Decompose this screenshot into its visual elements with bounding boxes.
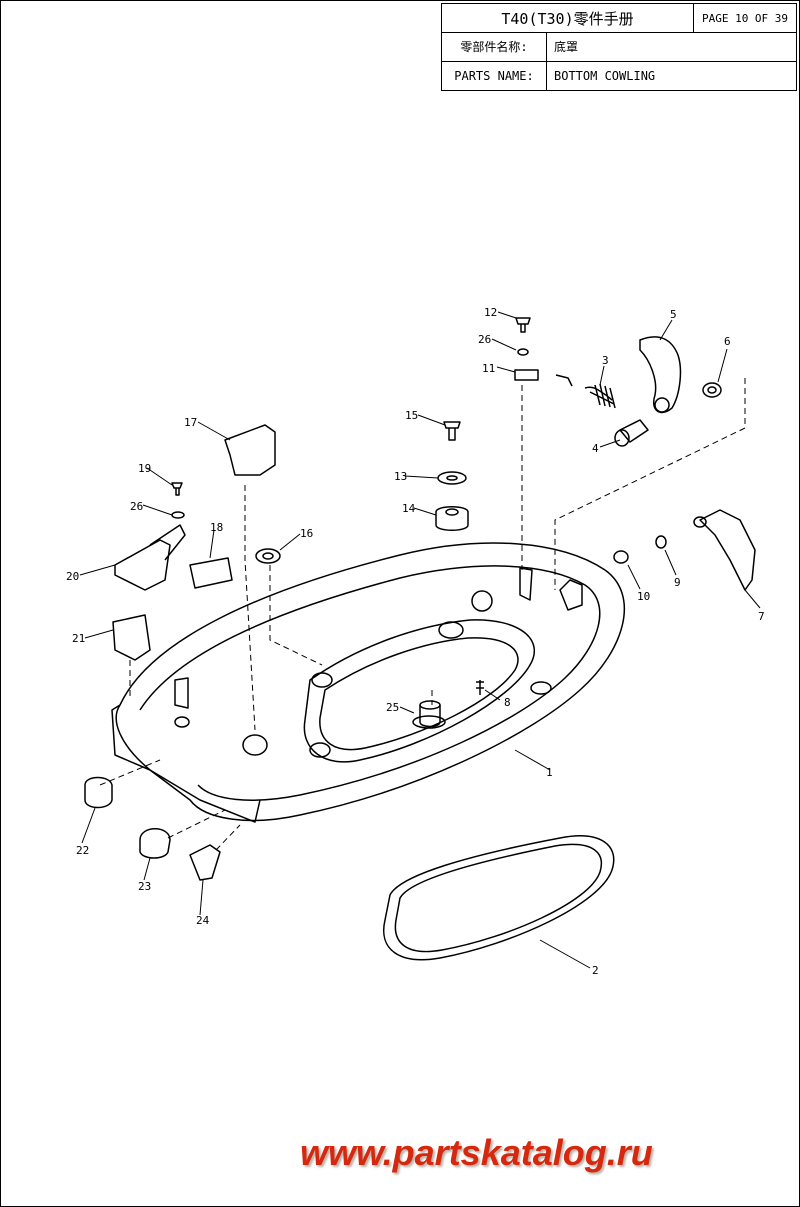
callout-22: 22: [76, 844, 89, 857]
en-name-label: PARTS NAME:: [454, 68, 534, 83]
callout-2: 2: [592, 964, 599, 977]
callout-7: 7: [758, 610, 765, 623]
callout-14: 14: [402, 502, 416, 515]
callout-26-top: 26: [478, 333, 491, 346]
callout-24: 24: [196, 914, 210, 927]
manual-title: T40(T30)零件手册: [501, 9, 634, 28]
page-number: PAGE 10 OF 39: [701, 11, 789, 25]
watermark-link[interactable]: www.partskatalog.ru: [300, 1132, 653, 1173]
callout-19: 19: [138, 462, 151, 475]
callout-3: 3: [602, 354, 609, 367]
callout-26-left: 26: [130, 500, 143, 513]
en-name-value: BOTTOM COWLING: [554, 68, 656, 83]
title-block: T40(T30)零件手册 PAGE 10 OF 39 零部件名称: 底罩 PAR…: [441, 3, 797, 91]
callout-25: 25: [386, 701, 399, 714]
callout-12: 12: [484, 306, 497, 319]
callout-23: 23: [138, 880, 151, 893]
callout-1: 1: [546, 766, 553, 779]
callout-8: 8: [504, 696, 511, 709]
bottom-cowling-outline: [115, 542, 626, 822]
gasket-seal: [383, 835, 615, 961]
callout-16: 16: [300, 527, 313, 540]
callout-20: 20: [66, 570, 79, 583]
callout-15: 15: [405, 409, 418, 422]
callout-21: 21: [72, 632, 85, 645]
callout-5: 5: [670, 308, 677, 321]
cn-name-label: 零部件名称:: [460, 40, 528, 54]
cn-name-value: 底罩: [554, 40, 579, 54]
callout-10: 10: [637, 590, 650, 603]
callout-18: 18: [210, 521, 223, 534]
callout-4: 4: [592, 442, 599, 455]
callout-13: 13: [394, 470, 407, 483]
callout-6: 6: [724, 335, 731, 348]
callout-11: 11: [482, 362, 495, 375]
callout-17: 17: [184, 416, 197, 429]
callout-9: 9: [674, 576, 681, 589]
